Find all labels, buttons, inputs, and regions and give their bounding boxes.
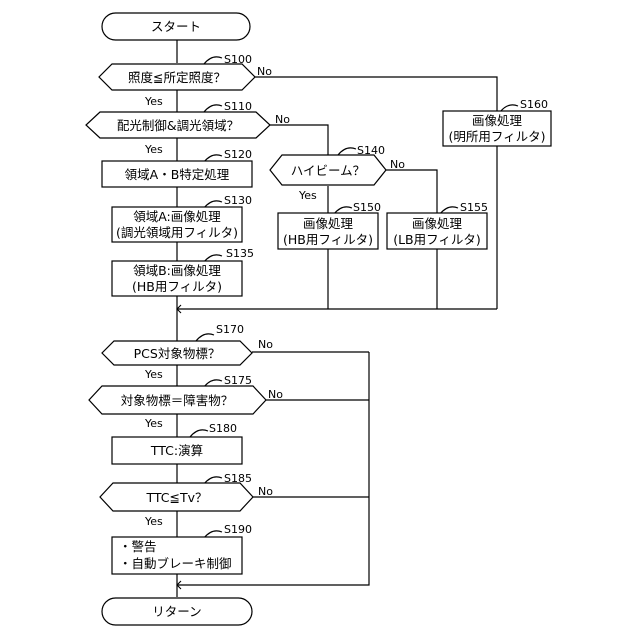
s100-no-label: No <box>257 65 272 78</box>
s175-yes-label: Yes <box>144 417 163 430</box>
step-id-s135: S135 <box>226 247 254 260</box>
process-s190: S190 ・警告 ・自動ブレーキ制御 <box>112 523 252 574</box>
process-s150-line2: (HB用フィルタ) <box>283 232 373 247</box>
step-id-s170: S170 <box>216 323 244 336</box>
process-s190-line1: ・警告 <box>119 539 157 554</box>
decision-s140: S140 ハイビーム？ Yes No <box>270 144 405 202</box>
start-terminal: スタート <box>102 13 250 40</box>
s100-yes-label: Yes <box>144 95 163 108</box>
process-s180-text: TTC:演算 <box>150 443 203 458</box>
process-s150: S150 画像処理 (HB用フィルタ) <box>278 201 381 249</box>
process-s130-line2: (調光領域用フィルタ) <box>116 225 238 240</box>
process-s190-line2: ・自動ブレーキ制御 <box>119 556 232 571</box>
step-id-s180: S180 <box>209 422 237 435</box>
process-s130: S130 領域A:画像処理 (調光領域用フィルタ) <box>112 194 252 242</box>
process-s155-line1: 画像処理 <box>412 216 463 231</box>
s110-no-label: No <box>275 113 290 126</box>
process-s155-line2: (LB用フィルタ) <box>393 232 481 247</box>
step-id-s175: S175 <box>224 374 252 387</box>
decision-s110: S110 配光制御&調光領域？ Yes No <box>86 100 290 156</box>
decision-s170: S170 PCS対象物標？ Yes No <box>102 323 273 381</box>
step-id-s110: S110 <box>224 100 252 113</box>
return-label: リターン <box>152 604 201 619</box>
step-id-s120: S120 <box>224 148 252 161</box>
process-s135: S135 領域B:画像処理 (HB用フィルタ) <box>112 247 254 296</box>
process-s160-line1: 画像処理 <box>472 113 523 128</box>
decision-s175: S175 対象物標＝障害物？ Yes No <box>89 374 283 430</box>
step-id-s155: S155 <box>460 201 488 214</box>
process-s135-line2: (HB用フィルタ) <box>132 279 222 294</box>
decision-s140-text: ハイビーム？ <box>291 163 365 178</box>
step-id-s190: S190 <box>224 523 252 536</box>
s170-yes-label: Yes <box>144 368 163 381</box>
step-id-s130: S130 <box>224 194 252 207</box>
decision-s100-text: 照度≦所定照度？ <box>128 70 226 85</box>
process-s135-line1: 領域B:画像処理 <box>133 263 221 278</box>
decision-s175-text: 対象物標＝障害物？ <box>121 393 234 408</box>
s185-yes-label: Yes <box>144 515 163 528</box>
s170-no-label: No <box>258 338 273 351</box>
decision-s185: S185 TTC≦Tv？ Yes No <box>100 472 273 528</box>
s140-no-label: No <box>390 158 405 171</box>
s140-yes-label: Yes <box>298 189 317 202</box>
s110-yes-label: Yes <box>144 143 163 156</box>
decision-s110-text: 配光制御&調光領域？ <box>117 118 239 133</box>
decision-s170-text: PCS対象物標？ <box>134 346 221 361</box>
s175-no-label: No <box>268 388 283 401</box>
process-s150-line1: 画像処理 <box>303 216 354 231</box>
s185-no-label: No <box>258 485 273 498</box>
process-s120-text: 領域A・B特定処理 <box>125 167 230 182</box>
step-id-s150: S150 <box>353 201 381 214</box>
start-label: スタート <box>151 19 201 34</box>
return-terminal: リターン <box>102 598 252 625</box>
process-s160-line2: (明所用フィルタ) <box>448 129 545 144</box>
decision-s185-text: TTC≦Tv？ <box>145 490 207 505</box>
process-s130-line1: 領域A:画像処理 <box>133 209 221 224</box>
step-id-s160: S160 <box>520 98 548 111</box>
